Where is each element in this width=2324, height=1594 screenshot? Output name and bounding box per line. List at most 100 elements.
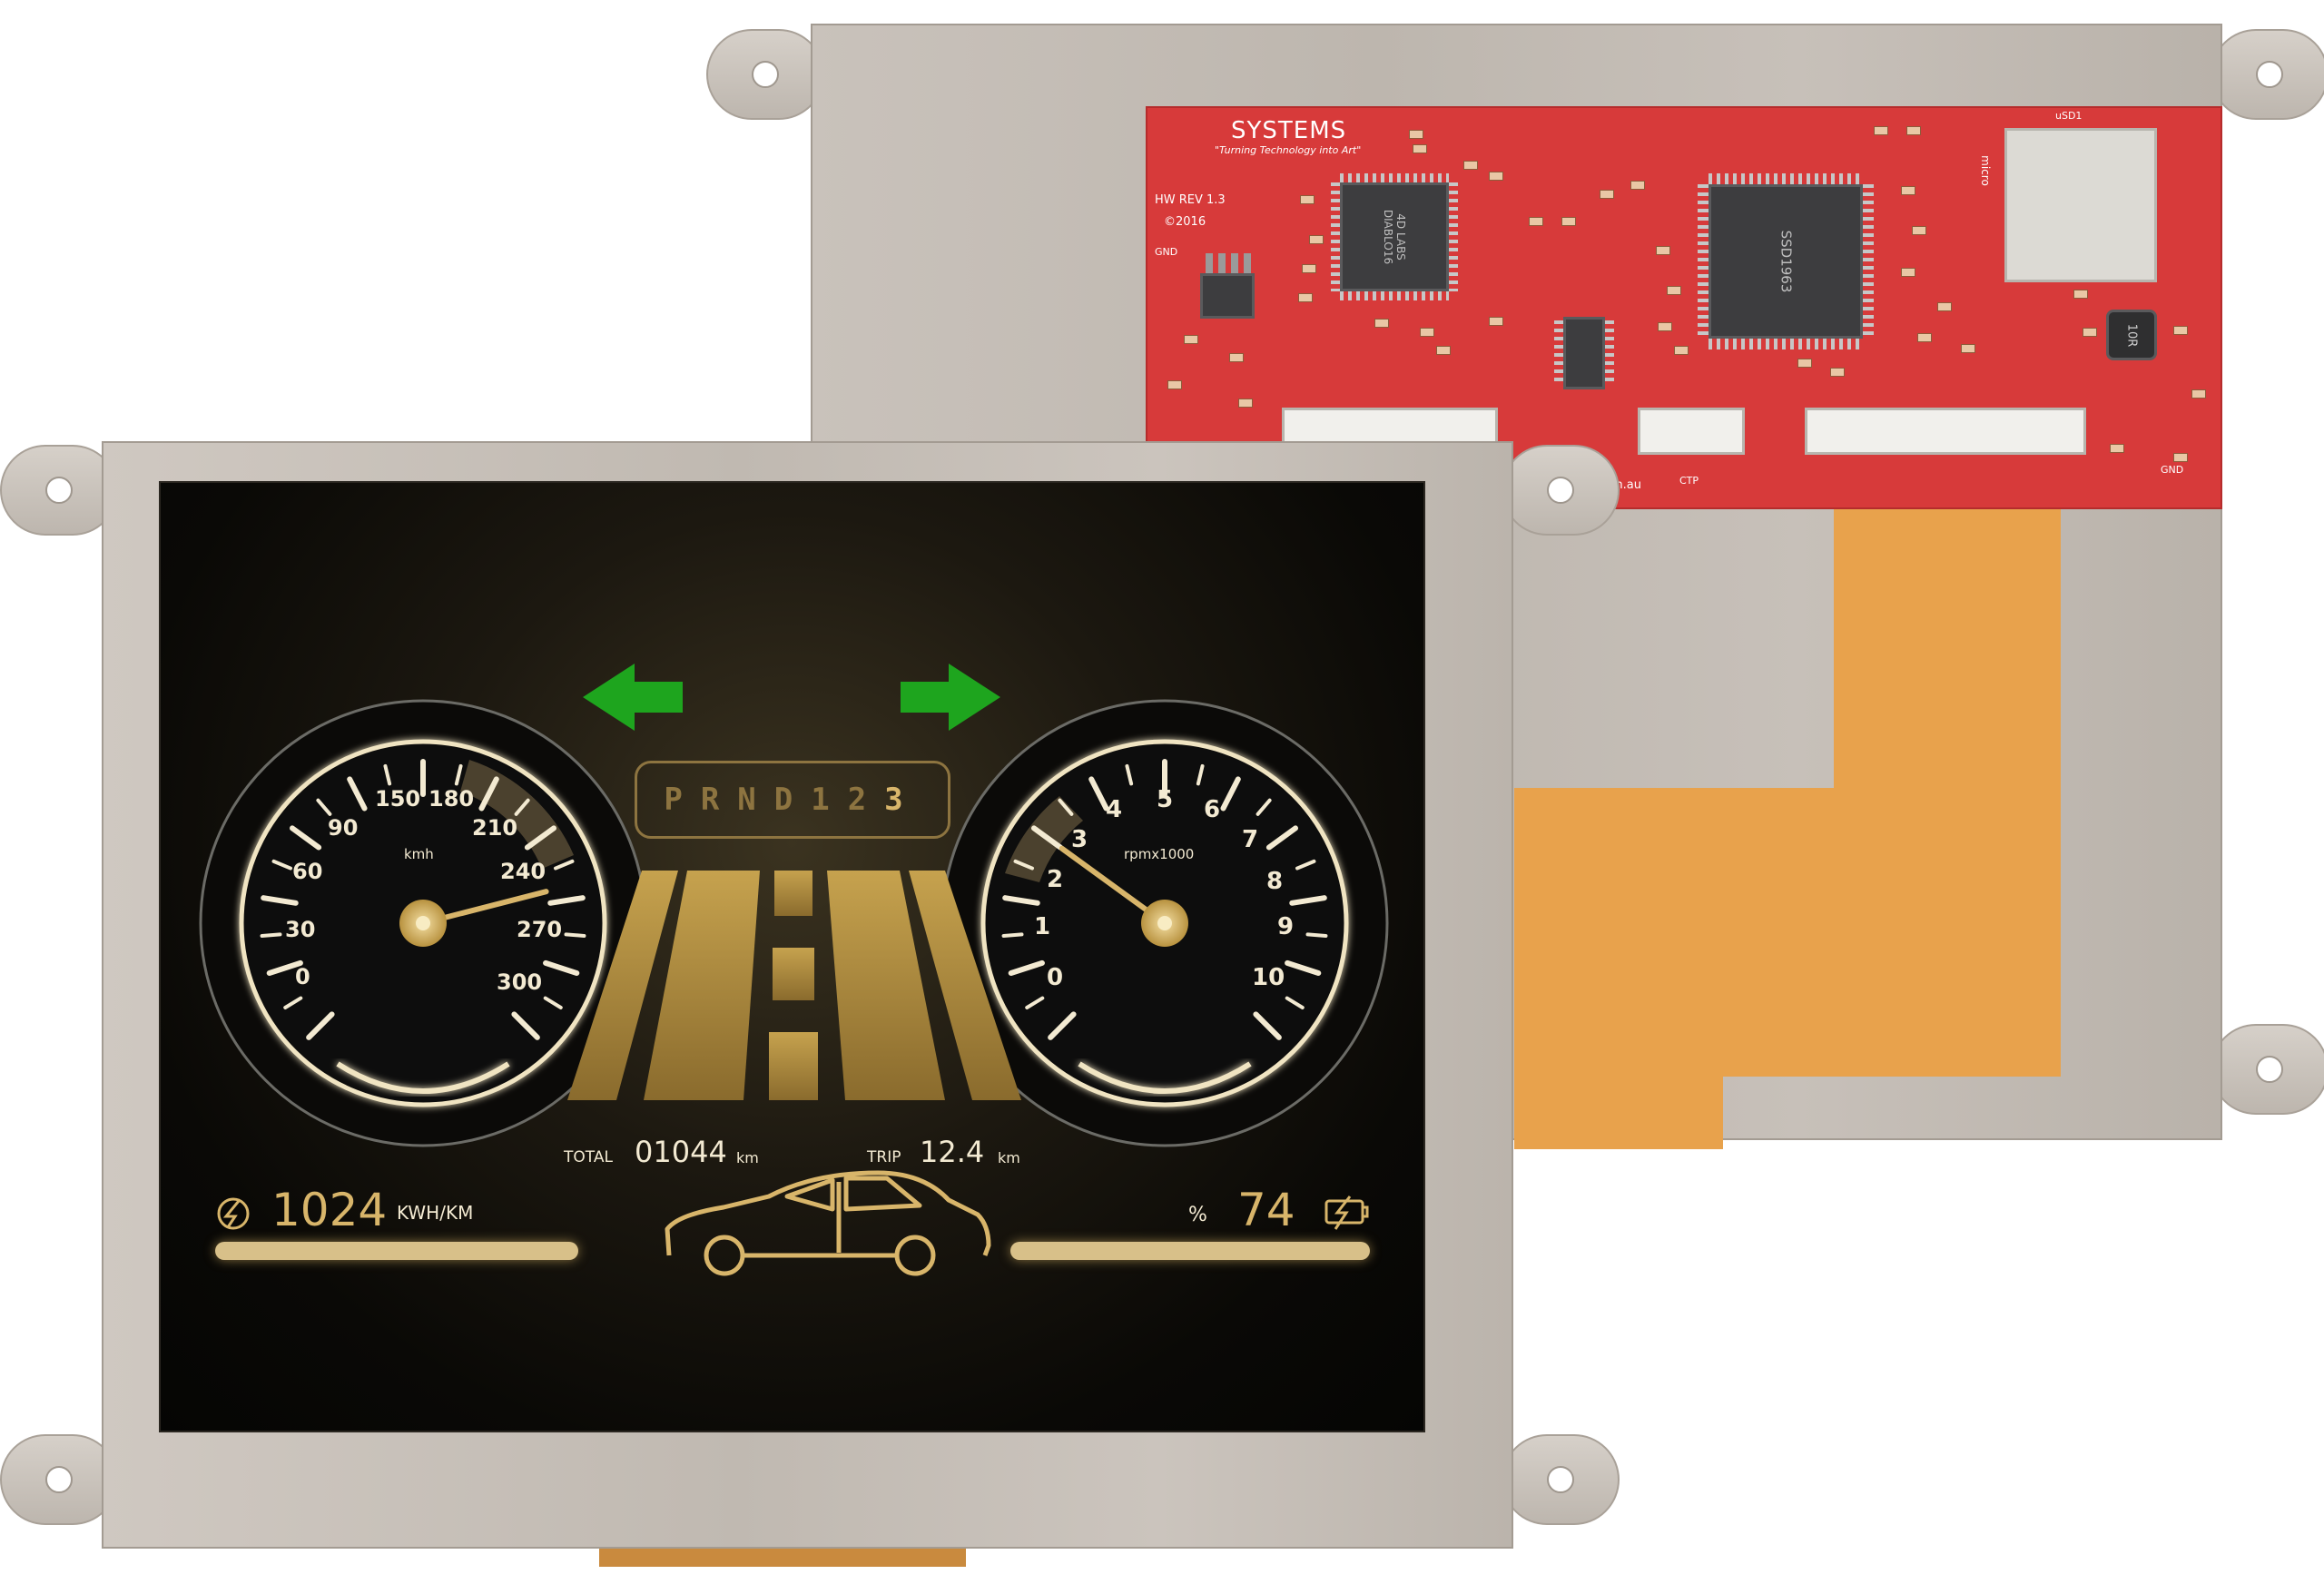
rpm-tick-0: 0	[1047, 964, 1064, 991]
speed-tick-mark	[478, 776, 499, 812]
rpm-tick-mark	[1125, 763, 1134, 786]
speed-tick-60: 60	[292, 859, 323, 884]
speed-tick-90: 90	[328, 815, 359, 841]
speed-tick-300: 300	[497, 969, 543, 995]
display-controller-chip: SSD1963	[1709, 184, 1863, 339]
energy-value: 1024	[271, 1184, 388, 1236]
rpm-tick-mark	[1220, 776, 1241, 812]
speed-tick-mark	[271, 859, 293, 871]
speed-tick-mark	[316, 798, 332, 816]
back-mount-ear-bottom-right	[2211, 1024, 2324, 1115]
rpm-tick-3: 3	[1071, 826, 1088, 853]
speedometer	[199, 699, 647, 1147]
right-arrow-icon	[901, 664, 1000, 731]
energy-bar	[215, 1242, 578, 1260]
speed-tick-0: 0	[295, 964, 310, 989]
rpm-tick-mark	[1289, 895, 1327, 906]
speed-unit: kmh	[404, 846, 434, 862]
ctp-label: CTP	[1679, 475, 1699, 487]
speed-tick-180: 180	[428, 786, 475, 812]
rpm-unit: rpmx1000	[1124, 846, 1195, 862]
rpm-tick-mark	[1030, 825, 1064, 851]
rpm-tick-mark	[1196, 763, 1205, 786]
speed-tick-mark	[564, 932, 586, 938]
pcb-gnd-label: GND	[1155, 246, 1178, 258]
rpm-tick-mark	[1265, 825, 1299, 851]
speed-tick-mark	[553, 859, 575, 871]
rpm-tick-7: 7	[1242, 826, 1259, 853]
rpm-tick-5: 5	[1157, 786, 1174, 813]
trip-unit: km	[998, 1149, 1020, 1166]
rpm-tick-10: 10	[1252, 964, 1285, 991]
speed-tick-mark	[547, 895, 586, 906]
car-icon	[665, 1170, 991, 1276]
speed-tick-mark	[511, 1011, 540, 1040]
trip-value: 12.4	[920, 1135, 985, 1169]
front-mount-ear-bottom-right	[1502, 1434, 1620, 1525]
graphics-processor-chip: 4D LABS DIABLO16	[1340, 182, 1449, 291]
speed-tick-mark	[261, 895, 299, 906]
speed-tick-mark	[524, 825, 557, 851]
battery-value: 74	[1237, 1184, 1295, 1236]
speed-tick-270: 270	[517, 917, 563, 942]
gear-sequence: PRND12	[664, 782, 885, 818]
gear-selector: PRND123	[635, 761, 950, 839]
rpm-tick-1: 1	[1034, 913, 1051, 940]
rpm-tick-mark	[1025, 996, 1045, 1010]
speed-tick-150: 150	[375, 786, 421, 812]
speed-tick-mark	[283, 996, 303, 1010]
dashboard-graphics	[199, 664, 1389, 1276]
front-mount-ear-top-left	[0, 445, 118, 536]
rpm-tick-9: 9	[1277, 913, 1295, 940]
speed-tick-mark	[543, 959, 580, 977]
rpm-tick-8: 8	[1266, 868, 1284, 895]
pcb-hw-rev: HW REV 1.3	[1155, 193, 1226, 207]
rpm-tick-mark	[1002, 895, 1040, 906]
speed-tick-mark	[383, 763, 392, 786]
total-label: TOTAL	[564, 1148, 613, 1166]
speed-tick-mark	[306, 1011, 335, 1040]
rpm-tick-mark	[1048, 1011, 1077, 1040]
lightning-icon	[217, 1197, 250, 1230]
battery-icon	[1324, 1196, 1369, 1230]
energy-unit: KWH/KM	[397, 1202, 474, 1224]
rpm-tick-mark	[1001, 932, 1024, 938]
inductor: 10R	[2106, 310, 2157, 360]
speed-tick-mark	[266, 959, 303, 977]
pcb-tagline: "Turning Technology into Art"	[1215, 144, 1362, 156]
usd-label: uSD1	[2055, 110, 2083, 122]
pcb-board: SYSTEMS "Turning Technology into Art" HW…	[1146, 106, 2222, 509]
micro-sd-slot[interactable]	[2004, 128, 2157, 282]
ctp-connector	[1638, 408, 1745, 455]
pcb-brand: SYSTEMS	[1231, 117, 1347, 144]
lcd-screen[interactable]: 0 30 60 90 150 180 210 240 270 300 kmh 0…	[159, 481, 1425, 1432]
speed-tick-210: 210	[472, 815, 518, 841]
rpm-tick-mark	[1253, 1011, 1282, 1040]
battery-percent-label: %	[1188, 1204, 1207, 1226]
front-mount-ear-top-right	[1502, 445, 1620, 536]
speed-tick-mark	[543, 996, 563, 1010]
speed-tick-30: 30	[285, 917, 316, 942]
pcb-gnd-label-right: GND	[2161, 464, 2184, 476]
speed-tick-240: 240	[500, 859, 547, 884]
speed-tick-mark	[260, 932, 282, 938]
total-value: 01044	[635, 1135, 727, 1169]
rpm-tick-2: 2	[1047, 866, 1064, 893]
pcb-copyright: ©2016	[1164, 215, 1206, 229]
left-arrow-icon	[583, 664, 683, 731]
voltage-regulator	[1200, 273, 1255, 319]
speed-tick-mark	[454, 763, 463, 786]
small-ic	[1563, 317, 1605, 389]
trip-label: TRIP	[867, 1148, 901, 1166]
total-unit: km	[736, 1149, 759, 1166]
rpm-tick-mark	[1008, 959, 1045, 977]
speed-tick-mark	[347, 776, 368, 812]
back-mount-ear-top-right	[2211, 29, 2324, 120]
fpc-connector-right	[1805, 408, 2086, 455]
front-mount-ear-bottom-left	[0, 1434, 118, 1525]
speed-tick-mark	[514, 798, 530, 816]
rpm-tick-mark	[1285, 959, 1322, 977]
rpm-tick-mark	[1285, 996, 1305, 1010]
battery-bar	[1010, 1242, 1370, 1260]
rpm-tick-mark	[1058, 798, 1074, 816]
